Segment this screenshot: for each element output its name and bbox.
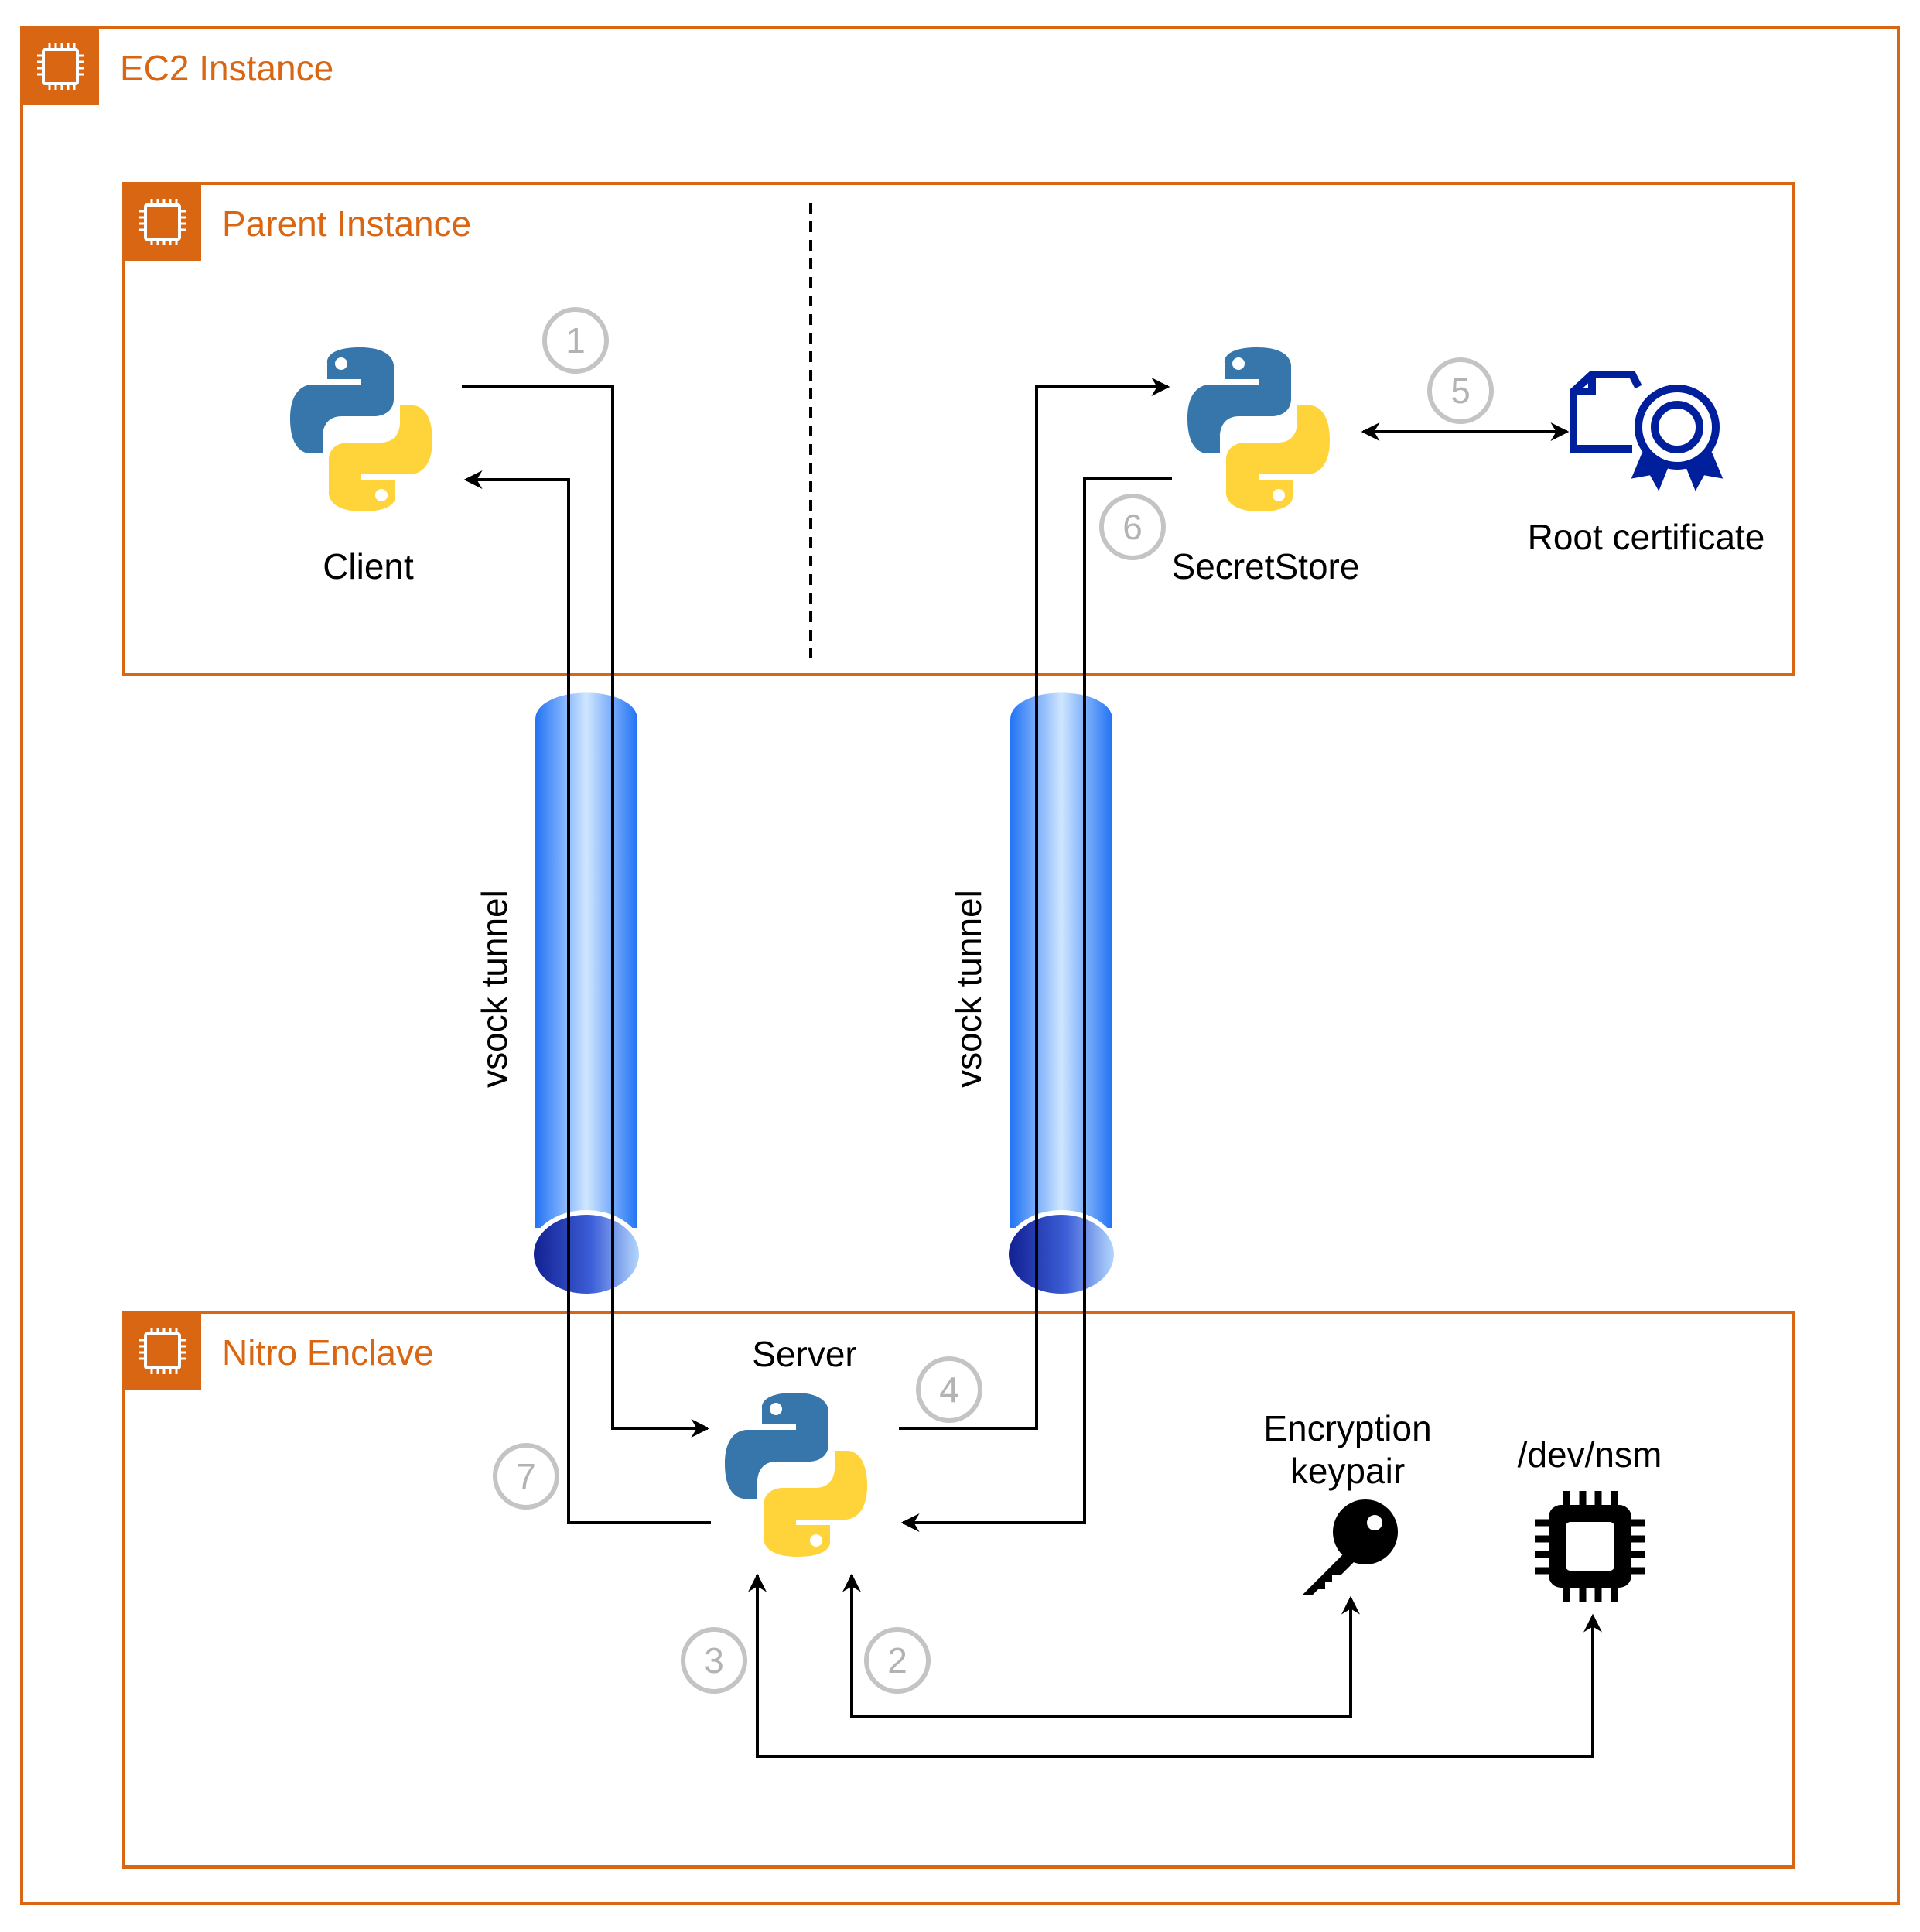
step-5-marker: 5 [1427, 357, 1494, 424]
edge-secretstore-to-server [900, 477, 1172, 1532]
step-2-marker: 2 [864, 1627, 931, 1694]
step-7-marker: 7 [493, 1443, 559, 1510]
key-icon [1303, 1499, 1398, 1595]
parent-instance-title: Parent Instance [222, 203, 471, 244]
vsock-tunnel-label-left: vsock tunnel [474, 890, 514, 1088]
secretstore-python-icon [1187, 347, 1330, 511]
ec2-instance-title: EC2 Instance [120, 48, 333, 88]
vsock-tunnel-right [1004, 688, 1119, 1298]
step-3-label: 3 [704, 1640, 724, 1681]
vsock-tunnel-label-right: vsock tunnel [948, 890, 989, 1088]
chip-icon [1535, 1491, 1645, 1602]
step-5-label: 5 [1450, 371, 1471, 411]
nsm-label: /dev/nsm [1518, 1434, 1662, 1475]
nitro-enclave-icon [122, 1311, 203, 1391]
server-python-icon [725, 1393, 867, 1557]
edge-server-nsm [748, 1573, 1602, 1758]
secretstore-label: SecretStore [1172, 546, 1360, 586]
certificate-icon [1570, 371, 1724, 491]
step-1-label: 1 [565, 320, 586, 361]
nitro-enclave-title: Nitro Enclave [222, 1332, 434, 1373]
step-2-label: 2 [887, 1640, 907, 1681]
step-6-label: 6 [1122, 507, 1143, 547]
step-3-marker: 3 [681, 1627, 747, 1694]
step-1-marker: 1 [542, 307, 609, 374]
client-label: Client [323, 546, 414, 586]
nitro-enclave-frame [122, 1311, 1795, 1869]
step-6-marker: 6 [1099, 494, 1166, 560]
step-4-marker: 4 [916, 1356, 982, 1423]
edge-server-keypair [842, 1573, 1360, 1718]
ec2-instance-icon [20, 26, 101, 107]
client-python-icon [290, 347, 432, 511]
step-7-label: 7 [516, 1456, 536, 1496]
server-label: Server [752, 1334, 856, 1374]
step-4-label: 4 [939, 1369, 959, 1410]
edge-client-to-server [462, 385, 710, 1438]
vsock-tunnel-left [529, 688, 644, 1298]
edge-server-to-secretstore [899, 378, 1170, 1430]
keypair-label-line1: Encryption [1263, 1408, 1431, 1448]
keypair-label-line2: keypair [1290, 1451, 1405, 1491]
root-certificate-label: Root certificate [1528, 517, 1765, 557]
parent-instance-frame [122, 182, 1795, 676]
edge-server-to-client [463, 470, 711, 1524]
parent-instance-icon [122, 182, 203, 262]
ec2-instance-frame [20, 26, 1900, 1905]
